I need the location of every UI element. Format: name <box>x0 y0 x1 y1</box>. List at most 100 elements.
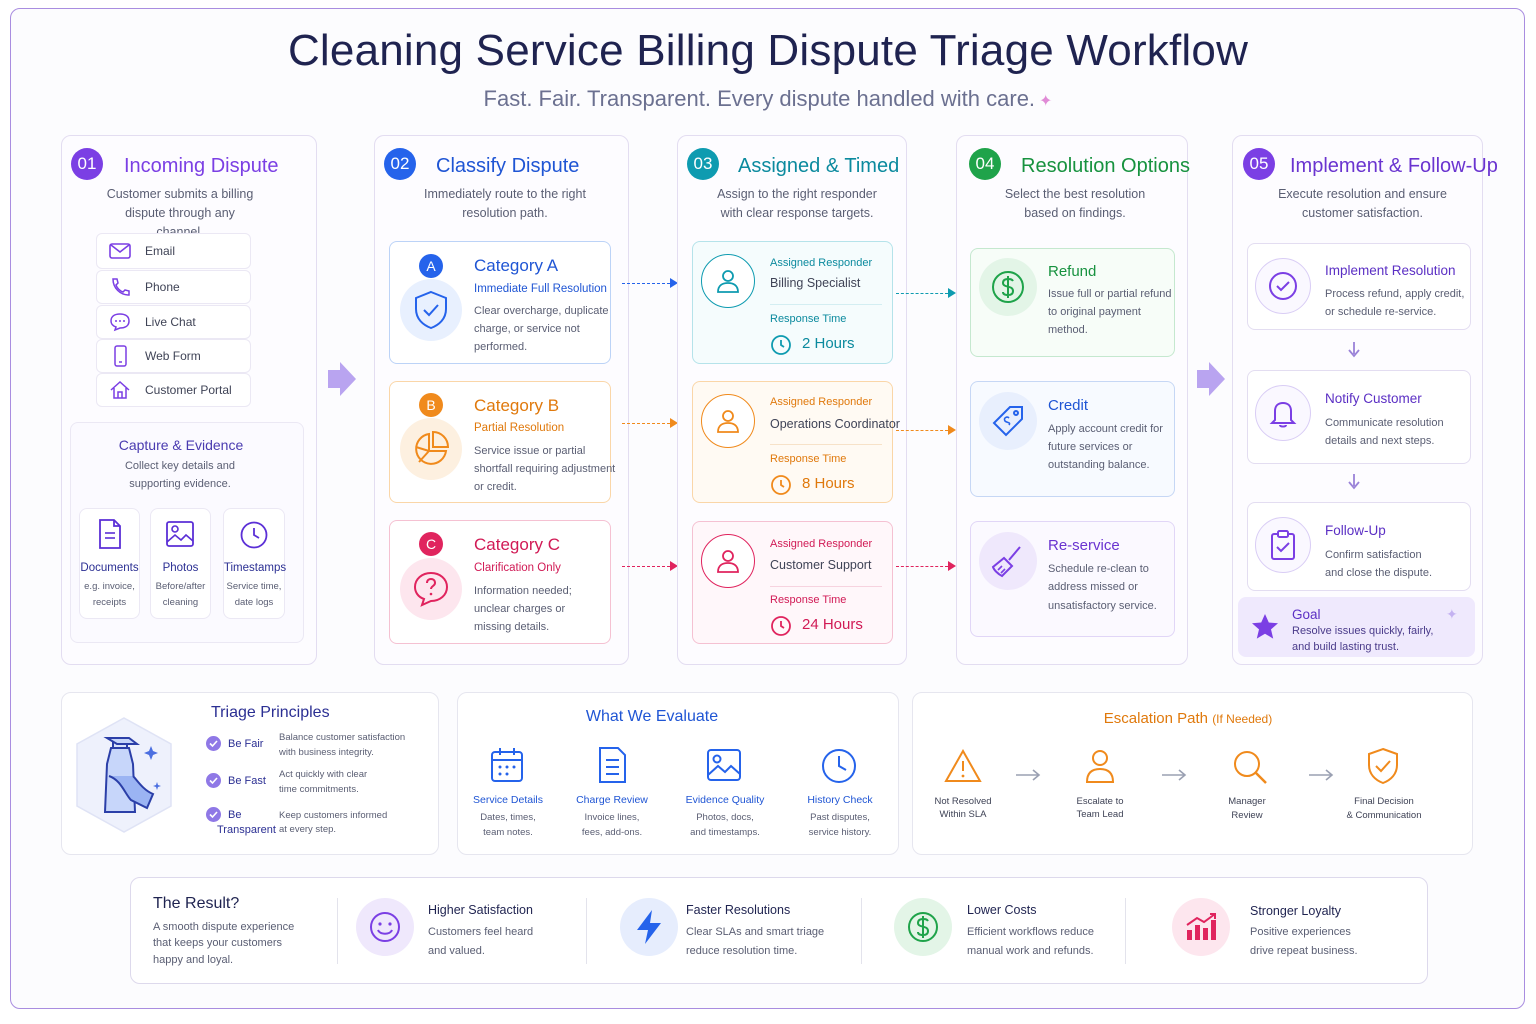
category-title: Category C <box>474 535 560 554</box>
broom-icon <box>979 532 1037 590</box>
channel-live-chat[interactable]: Live Chat <box>96 305 251 339</box>
response-time-label: Response Time <box>770 594 847 606</box>
category-title: Category A <box>474 256 559 275</box>
shield-icon <box>1368 747 1398 785</box>
channel-web-form[interactable]: Web Form <box>96 339 251 373</box>
channel-label: Customer Portal <box>145 383 232 397</box>
channel-label: Live Chat <box>145 315 196 329</box>
home-icon <box>110 380 130 399</box>
arrow-right-icon <box>1162 769 1187 781</box>
step-desc: Select the best resolution based on find… <box>1004 187 1146 220</box>
followup-title: Notify Customer <box>1325 391 1422 406</box>
evidence-sub: receipts <box>92 597 127 608</box>
phone-icon <box>112 278 130 296</box>
category-title: Category B <box>474 396 560 415</box>
evaluate-sub: Photos, docs, <box>696 812 754 823</box>
result-item-desc: Efficient workflows reduce <box>967 926 1094 938</box>
mail-icon <box>109 243 131 259</box>
followup-title: Follow-Up <box>1325 523 1386 538</box>
category-sub: Clarification Only <box>474 562 561 574</box>
principle-name: Be Fair <box>228 738 264 750</box>
channel-phone[interactable]: Phone <box>96 270 251 304</box>
smile-icon <box>356 898 414 956</box>
channel-label: Web Form <box>145 349 201 363</box>
escalation-step: Within SLA <box>939 809 987 820</box>
category-desc: Clear overcharge, duplicate <box>474 305 609 317</box>
document-icon <box>599 747 626 783</box>
channel-email[interactable]: Email <box>96 233 251 269</box>
result-item-title: Higher Satisfaction <box>428 903 533 917</box>
principle-desc: at every step. <box>279 824 337 835</box>
category-desc: unclear charges or <box>474 603 566 615</box>
result-desc: happy and loyal. <box>153 954 234 966</box>
bar-chart-icon <box>1172 898 1230 956</box>
evaluate-label: Charge Review <box>576 794 648 806</box>
followup-desc: and close the dispute. <box>1325 567 1433 579</box>
step-number: 01 <box>71 148 103 180</box>
divider <box>1125 898 1126 964</box>
channel-customer-portal[interactable]: Customer Portal <box>96 373 251 407</box>
arrow-head <box>670 278 678 288</box>
evidence-photos[interactable] <box>150 508 211 619</box>
arrow-head <box>948 425 956 435</box>
arrow-head <box>670 561 678 571</box>
result-item-title: Faster Resolutions <box>686 903 791 917</box>
step-title: Incoming Dispute <box>124 155 279 177</box>
followup-title: Implement Resolution <box>1325 263 1456 278</box>
lightning-icon <box>620 898 678 956</box>
arrow-right-icon <box>1309 769 1334 781</box>
evidence-timestamps[interactable] <box>223 508 285 619</box>
search-icon <box>1234 751 1267 784</box>
bell-icon <box>1255 385 1311 441</box>
sparkle-icon: ✦ <box>1446 606 1458 622</box>
escalation-step: Final Decision <box>1354 796 1414 807</box>
step-number: 03 <box>687 148 719 180</box>
clock-icon <box>240 521 268 549</box>
arrow-down-icon <box>1348 342 1360 358</box>
resolution-title: Refund <box>1048 263 1097 280</box>
arrow-head <box>670 418 678 428</box>
followup-desc: details and next steps. <box>1325 435 1435 447</box>
evaluate-title: What We Evaluate <box>585 708 719 725</box>
clock-icon <box>822 749 856 783</box>
step-number: 05 <box>1243 148 1275 180</box>
chat-icon <box>110 313 130 332</box>
evaluate-sub: Dates, times, <box>480 812 536 823</box>
principle-desc: with business integrity. <box>279 747 374 758</box>
divider <box>770 444 882 445</box>
followup-desc: Confirm satisfaction <box>1325 549 1422 561</box>
principle-desc: Keep customers informed <box>279 810 388 821</box>
step-title: Resolution Options <box>1021 155 1190 177</box>
response-time: 8 Hours <box>802 475 855 492</box>
response-time-label: Response Time <box>770 313 847 325</box>
principle-name: Be Fast <box>228 775 266 787</box>
category-letter: A <box>419 254 443 278</box>
flow-connector <box>896 430 948 431</box>
result-item-desc: manual work and refunds. <box>967 945 1094 957</box>
page-title: Cleaning Service Billing Dispute Triage … <box>287 26 1249 75</box>
escalation-step: Review <box>1231 810 1263 821</box>
category-desc: Information needed; <box>474 585 572 597</box>
channel-label: Phone <box>145 280 180 294</box>
check-circle-icon <box>206 736 221 751</box>
followup-desc: or schedule re-service. <box>1325 306 1437 318</box>
followup-implement[interactable] <box>1247 243 1471 330</box>
question-icon <box>400 558 462 620</box>
result-item-desc: Customers feel heard <box>428 926 534 938</box>
goal-title: Goal <box>1292 607 1321 622</box>
response-time: 2 Hours <box>802 335 855 352</box>
evidence-label: Documents <box>80 562 139 574</box>
channel-label: Email <box>145 244 176 258</box>
evidence-documents[interactable] <box>79 508 140 619</box>
result-item-desc: Clear SLAs and smart triage <box>686 926 825 938</box>
escalation-step: Team Lead <box>1076 809 1124 820</box>
flow-arrow-icon <box>1197 362 1225 396</box>
evidence-sub: date logs <box>234 597 274 608</box>
assignment-label: Assigned Responder <box>770 257 873 269</box>
flow-connector <box>622 423 670 424</box>
category-desc: shortfall requiring adjustment <box>474 463 616 475</box>
result-item-desc: reduce resolution time. <box>686 945 798 957</box>
category-sub: Immediate Full Resolution <box>474 283 607 295</box>
resolution-desc: Issue full or partial refund <box>1048 288 1172 300</box>
alert-triangle-icon <box>944 749 982 782</box>
